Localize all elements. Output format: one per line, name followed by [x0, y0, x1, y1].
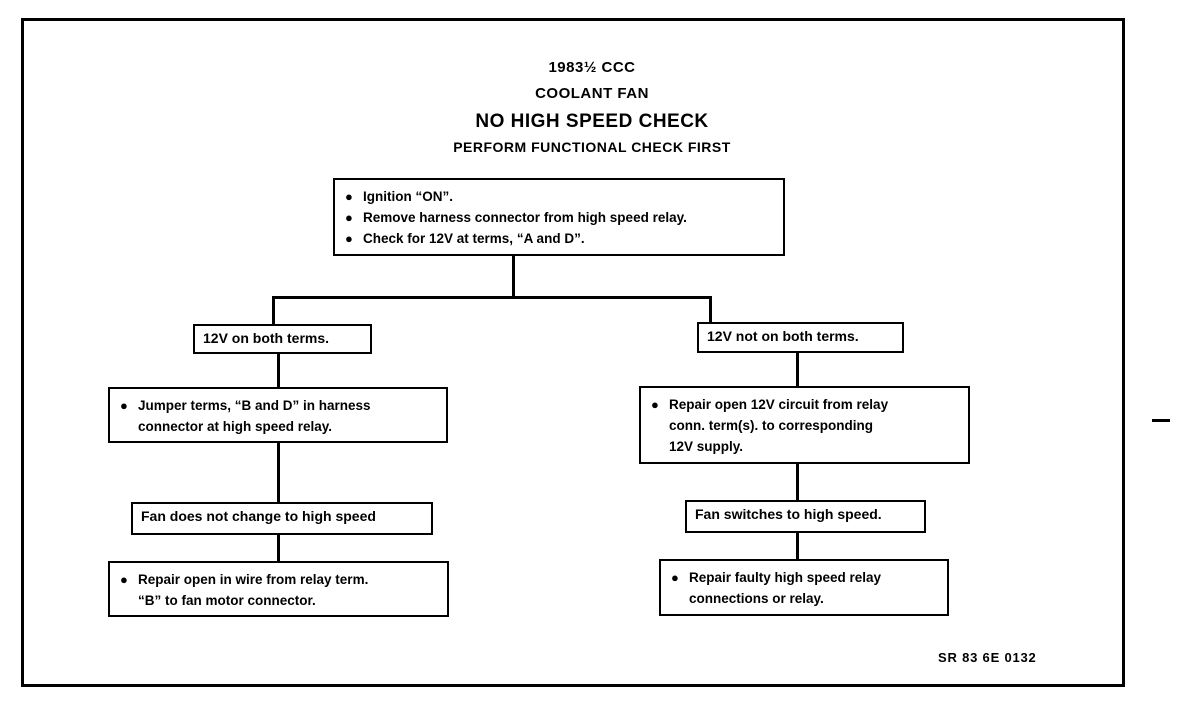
title-line-system: COOLANT FAN: [535, 85, 649, 102]
node-right-fix-body: ● Repair faulty high speed relay connect…: [661, 561, 947, 617]
bullet-continuation: connections or relay.: [689, 590, 824, 606]
node-right-result: Fan switches to high speed.: [685, 500, 926, 533]
title-block: 1983½ CCC COOLANT FAN NO HIGH SPEED CHEC…: [292, 60, 892, 154]
bullet-dot-icon: ●: [120, 398, 128, 413]
bullet-continuation: conn. term(s). to corresponding: [669, 417, 874, 433]
bullet-dot-icon: ●: [671, 570, 679, 585]
node-right-condition: 12V not on both terms.: [697, 322, 904, 353]
node-right-result-body: Fan switches to high speed.: [687, 502, 924, 527]
document-border: [21, 18, 1125, 687]
node-right-action: ● Repair open 12V circuit from relay con…: [639, 386, 970, 464]
connector-right-action-to-result: [796, 463, 799, 501]
bullet-continuation: “B” to fan motor connector.: [138, 592, 316, 608]
connector-left-result-to-fix: [277, 534, 280, 562]
node-left-condition-label: 12V on both terms.: [203, 330, 330, 346]
bullet-label: Remove harness connector from high speed…: [363, 209, 687, 225]
connector-right-result-to-fix: [796, 532, 799, 560]
bullet-label: Check for 12V at terms, “A and D”.: [363, 230, 585, 246]
node-left-action-body: ● Jumper terms, “B and D” in harness con…: [110, 389, 446, 445]
node-left-result-label: Fan does not change to high speed: [141, 508, 376, 524]
connector-start-stem: [512, 256, 515, 298]
node-left-result: Fan does not change to high speed: [131, 502, 433, 535]
node-right-condition-label: 12V not on both terms.: [707, 328, 859, 344]
bullet-dot-icon: ●: [345, 230, 353, 246]
connector-branch-right-drop: [709, 296, 712, 324]
node-start-body: ● Ignition “ON”. ● Remove harness connec…: [335, 180, 783, 257]
bullet-continuation: 12V supply.: [669, 438, 744, 454]
bullet-dot-icon: ●: [651, 397, 659, 412]
reference-code: SR 83 6E 0132: [938, 650, 1037, 665]
connector-right-cond-to-action: [796, 352, 799, 387]
node-right-action-body: ● Repair open 12V circuit from relay con…: [641, 388, 968, 465]
bullet-dot-icon: ●: [120, 572, 128, 587]
node-right-condition-body: 12V not on both terms.: [699, 324, 902, 349]
connector-branch-bar: [272, 296, 712, 299]
bullet-item: ● Repair faulty high speed relay: [671, 568, 937, 589]
title-line-instruction: PERFORM FUNCTIONAL CHECK FIRST: [453, 139, 731, 155]
title-line-model: 1983½ CCC: [548, 59, 636, 76]
bullet-item: ● Jumper terms, “B and D” in harness: [120, 396, 436, 417]
node-left-condition-body: 12V on both terms.: [195, 326, 370, 351]
node-left-result-body: Fan does not change to high speed: [133, 504, 431, 529]
bullet-label: Repair open 12V circuit from relay: [669, 397, 889, 412]
bullet-label: Repair faulty high speed relay: [689, 570, 882, 585]
node-left-fix-body: ● Repair open in wire from relay term. “…: [110, 563, 447, 619]
bullet-label: Jumper terms, “B and D” in harness: [138, 398, 371, 413]
node-left-action: ● Jumper terms, “B and D” in harness con…: [108, 387, 448, 443]
connector-left-cond-to-action: [277, 353, 280, 388]
connector-branch-left-drop: [272, 296, 275, 326]
connector-left-action-to-result: [277, 442, 280, 503]
bullet-continuation: connector at high speed relay.: [138, 418, 333, 434]
bullet-item: ● Check for 12V at terms, “A and D”.: [345, 229, 773, 250]
node-right-fix: ● Repair faulty high speed relay connect…: [659, 559, 949, 616]
node-start-checks: ● Ignition “ON”. ● Remove harness connec…: [333, 178, 785, 256]
title-line-check: NO HIGH SPEED CHECK: [475, 111, 709, 132]
bullet-item: ● Repair open 12V circuit from relay: [651, 395, 958, 416]
bullet-item: ● Repair open in wire from relay term.: [120, 570, 437, 591]
node-right-result-label: Fan switches to high speed.: [695, 506, 882, 522]
bullet-label: Repair open in wire from relay term.: [138, 572, 369, 587]
bullet-item: ● Remove harness connector from high spe…: [345, 208, 773, 229]
bullet-item: ● Ignition “ON”.: [345, 187, 773, 208]
bullet-dot-icon: ●: [345, 189, 353, 204]
bullet-label: Ignition “ON”.: [363, 189, 453, 204]
bullet-dot-icon: ●: [345, 209, 353, 225]
node-left-fix: ● Repair open in wire from relay term. “…: [108, 561, 449, 617]
node-left-condition: 12V on both terms.: [193, 324, 372, 354]
registration-tick-mark: [1152, 419, 1170, 422]
